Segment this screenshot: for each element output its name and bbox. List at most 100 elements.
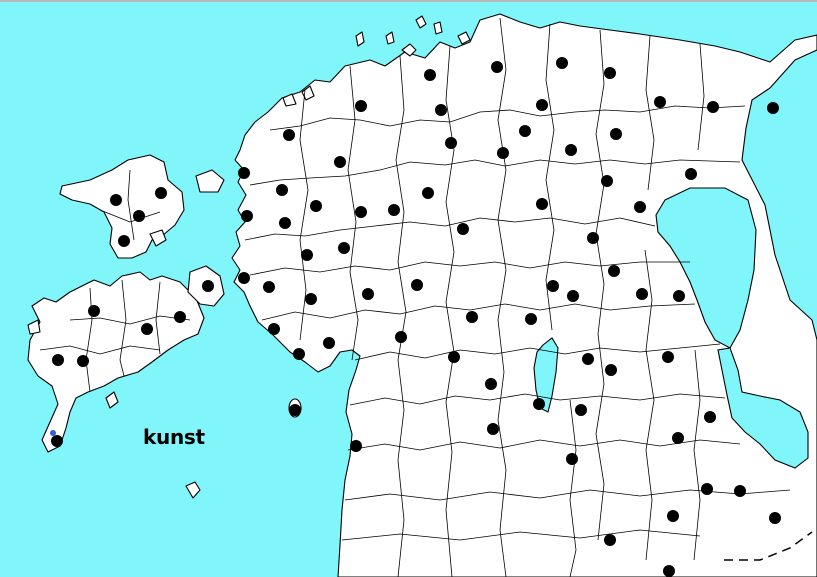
location-marker[interactable] xyxy=(174,311,186,323)
location-marker[interactable] xyxy=(582,353,594,365)
location-marker[interactable] xyxy=(445,137,457,149)
location-marker[interactable] xyxy=(388,204,400,216)
location-marker[interactable] xyxy=(202,280,214,292)
location-marker[interactable] xyxy=(422,187,434,199)
island-ruhnu xyxy=(185,481,201,499)
location-marker[interactable] xyxy=(654,96,666,108)
lake-pihkva xyxy=(717,347,809,469)
location-marker[interactable] xyxy=(77,355,89,367)
islet xyxy=(282,93,297,107)
location-marker[interactable] xyxy=(52,354,64,366)
location-marker[interactable] xyxy=(575,404,587,416)
islet xyxy=(355,31,365,47)
location-marker[interactable] xyxy=(485,378,497,390)
lake-peipus xyxy=(655,187,757,349)
location-marker[interactable] xyxy=(263,281,275,293)
location-marker[interactable] xyxy=(293,348,305,360)
location-marker[interactable] xyxy=(424,69,436,81)
location-marker[interactable] xyxy=(355,100,367,112)
location-marker[interactable] xyxy=(566,453,578,465)
location-marker[interactable] xyxy=(604,67,616,79)
location-marker[interactable] xyxy=(525,313,537,325)
islet xyxy=(385,31,395,45)
location-marker[interactable] xyxy=(268,323,280,335)
location-marker[interactable] xyxy=(141,323,153,335)
lake-vortsjarv xyxy=(533,337,559,413)
location-marker[interactable] xyxy=(362,288,374,300)
location-marker[interactable] xyxy=(673,290,685,302)
location-marker[interactable] xyxy=(457,223,469,235)
location-marker[interactable] xyxy=(301,249,313,261)
location-marker[interactable] xyxy=(435,104,447,116)
location-marker[interactable] xyxy=(355,206,367,218)
location-marker[interactable] xyxy=(491,61,503,73)
location-marker[interactable] xyxy=(323,337,335,349)
location-marker[interactable] xyxy=(155,187,167,199)
location-marker[interactable] xyxy=(701,483,713,495)
islet xyxy=(27,319,41,335)
islet xyxy=(457,31,471,45)
highlight-marker[interactable] xyxy=(50,430,56,436)
location-marker[interactable] xyxy=(411,279,423,291)
islet xyxy=(149,229,167,247)
location-marker[interactable] xyxy=(133,210,145,222)
location-marker[interactable] xyxy=(497,147,509,159)
location-marker[interactable] xyxy=(279,217,291,229)
location-marker[interactable] xyxy=(610,128,622,140)
location-marker[interactable] xyxy=(305,293,317,305)
location-marker[interactable] xyxy=(604,534,616,546)
location-marker[interactable] xyxy=(395,331,407,343)
location-marker[interactable] xyxy=(289,404,301,416)
location-marker[interactable] xyxy=(533,398,545,410)
location-marker[interactable] xyxy=(605,364,617,376)
location-marker[interactable] xyxy=(51,435,63,447)
islet xyxy=(401,43,417,57)
location-marker[interactable] xyxy=(110,194,122,206)
islet xyxy=(433,21,443,35)
dashed-border xyxy=(724,531,813,561)
location-marker[interactable] xyxy=(238,272,250,284)
location-marker[interactable] xyxy=(565,144,577,156)
location-marker[interactable] xyxy=(707,101,719,113)
location-marker[interactable] xyxy=(662,351,674,363)
location-marker[interactable] xyxy=(634,201,646,213)
location-marker[interactable] xyxy=(238,167,250,179)
map-label: kunst xyxy=(143,425,205,449)
location-marker[interactable] xyxy=(334,156,346,168)
location-marker[interactable] xyxy=(487,423,499,435)
location-marker[interactable] xyxy=(466,311,478,323)
location-marker[interactable] xyxy=(556,57,568,69)
markers-layer xyxy=(50,57,781,577)
location-marker[interactable] xyxy=(769,512,781,524)
islet xyxy=(105,391,119,409)
location-marker[interactable] xyxy=(734,485,746,497)
location-marker[interactable] xyxy=(587,232,599,244)
location-marker[interactable] xyxy=(519,125,531,137)
location-marker[interactable] xyxy=(672,432,684,444)
location-marker[interactable] xyxy=(767,102,779,114)
location-marker[interactable] xyxy=(276,184,288,196)
location-marker[interactable] xyxy=(608,265,620,277)
location-marker[interactable] xyxy=(350,440,362,452)
island-saaremaa xyxy=(27,271,205,453)
location-marker[interactable] xyxy=(685,168,697,180)
location-marker[interactable] xyxy=(567,290,579,302)
municipal-borders xyxy=(39,17,791,577)
location-marker[interactable] xyxy=(667,510,679,522)
location-marker[interactable] xyxy=(663,565,675,577)
location-marker[interactable] xyxy=(536,198,548,210)
location-marker[interactable] xyxy=(547,280,559,292)
location-marker[interactable] xyxy=(601,175,613,187)
location-marker[interactable] xyxy=(536,99,548,111)
location-marker[interactable] xyxy=(241,210,253,222)
location-marker[interactable] xyxy=(704,411,716,423)
location-marker[interactable] xyxy=(88,305,100,317)
islet xyxy=(415,15,427,29)
location-marker[interactable] xyxy=(338,242,350,254)
location-marker[interactable] xyxy=(636,288,648,300)
location-marker[interactable] xyxy=(283,129,295,141)
location-marker[interactable] xyxy=(448,351,460,363)
location-marker[interactable] xyxy=(118,235,130,247)
location-marker[interactable] xyxy=(310,200,322,212)
